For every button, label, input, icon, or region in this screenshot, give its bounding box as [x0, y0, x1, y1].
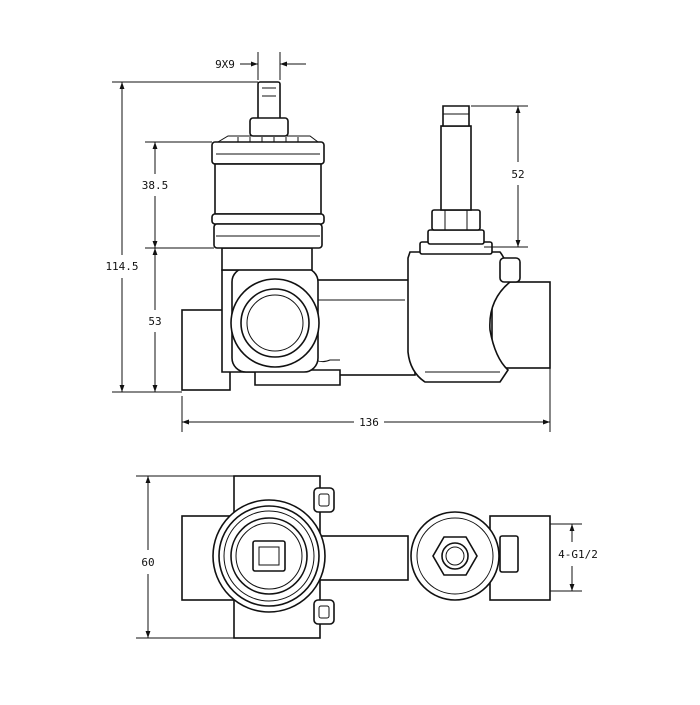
- valve-stem: [427, 105, 485, 245]
- top-cartridge: [212, 499, 326, 613]
- dim-body-height: 53: [148, 315, 161, 328]
- dim-cartridge-height: 38.5: [142, 179, 169, 192]
- dim-total-height: 114.5: [105, 260, 138, 273]
- front-dimensions: 9X9 114.5 38.5 53 52 136: [105, 52, 551, 432]
- dim-overall-width: 136: [359, 416, 379, 429]
- cartridge: [211, 135, 325, 271]
- dim-stem-square: 9X9: [215, 58, 235, 71]
- top-view: [181, 475, 551, 639]
- diverter-housing: [407, 241, 521, 383]
- dim-thread-spec: 4-G1/2: [558, 548, 598, 561]
- front-view: [181, 81, 551, 391]
- dim-body-depth: 60: [141, 556, 154, 569]
- mounting-lugs: [313, 487, 335, 625]
- dim-valve-stem-height: 52: [511, 168, 524, 181]
- side-outlet: [230, 267, 320, 373]
- cartridge-stem: [249, 81, 289, 137]
- top-valve: [410, 511, 500, 601]
- top-dimensions: 60 4-G1/2: [136, 475, 598, 639]
